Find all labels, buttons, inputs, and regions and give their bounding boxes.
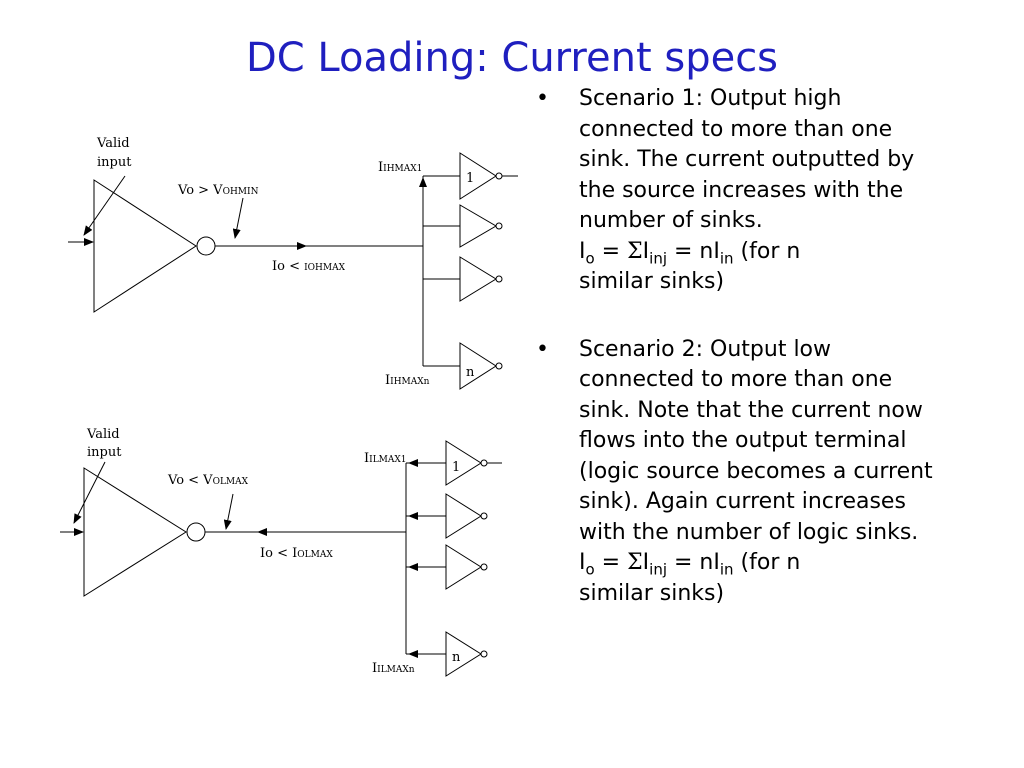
input-label-top-line1: Valid: [96, 136, 130, 151]
sink-gate-1-bottom: [445, 440, 482, 486]
io-label-bottom: Io < IOLMAX: [260, 546, 333, 561]
current-equation: Io = ΣIinj = nIin (for n: [579, 238, 801, 267]
input-label-top-line2: input: [97, 155, 132, 170]
bullet-text: Scenario 1: Output high connected to mor…: [579, 86, 915, 233]
vo-pointer-bottom: [223, 493, 234, 530]
input-label-bottom-line1: Valid: [86, 427, 120, 442]
bullet-scenario-2: • Scenario 2: Output low connected to mo…: [536, 335, 946, 610]
driver-buffer-bottom: [83, 467, 187, 597]
input-pointer-bottom: [73, 461, 106, 524]
gate-label-n-top: n: [466, 365, 475, 380]
driver-bubble-bottom: [186, 522, 206, 542]
i-label-last-bottom: IILMAXn: [372, 661, 415, 676]
bullet-scenario-1: • Scenario 1: Output high connected to m…: [536, 84, 946, 298]
equation-note: similar sinks): [579, 269, 725, 294]
vo-label-bottom: Vo < VOLMAX: [167, 473, 249, 488]
bullet-list: • Scenario 1: Output high connected to m…: [536, 84, 946, 609]
gate-label-1-top: 1: [466, 171, 474, 186]
sink-gate-3-bottom: [445, 544, 482, 590]
diagram-bottom: [60, 440, 502, 677]
i-label-last-top: IIHMAXn: [385, 373, 430, 388]
driver-buffer-top: [93, 179, 197, 313]
sink-gate-1-top: [459, 152, 497, 200]
vo-label-top: Vo > VOHMIN: [177, 183, 259, 198]
slide-title: DC Loading: Current specs: [245, 35, 779, 81]
i-label-first-top: IIHMAX1: [378, 160, 422, 175]
input-pointer-top: [83, 175, 126, 236]
current-equation: Io = ΣIinj = nIin (for n: [579, 550, 801, 579]
io-label-top: Io < IOHMAX: [272, 259, 346, 274]
sink-gate-2-top: [459, 204, 497, 248]
sink-gate-n-bottom: [445, 631, 482, 677]
input-label-bottom-line2: input: [87, 445, 122, 460]
bullet-marker: •: [536, 86, 549, 111]
diagram-top: [68, 152, 518, 390]
gate-label-1-bottom: 1: [452, 460, 460, 475]
sink-gate-2-bottom: [445, 493, 482, 539]
i-label-first-bottom: IILMAX1: [364, 451, 407, 466]
bullet-text: Scenario 2: Output low connected to more…: [579, 336, 933, 545]
gate-label-n-bottom: n: [452, 650, 461, 665]
sink-gate-n-top: [459, 342, 497, 390]
equation-note: similar sinks): [579, 580, 725, 606]
vo-pointer-top: [232, 197, 244, 239]
sink-gate-3-top: [459, 256, 497, 302]
bullet-marker: •: [536, 336, 549, 362]
driver-bubble-top: [196, 236, 216, 256]
